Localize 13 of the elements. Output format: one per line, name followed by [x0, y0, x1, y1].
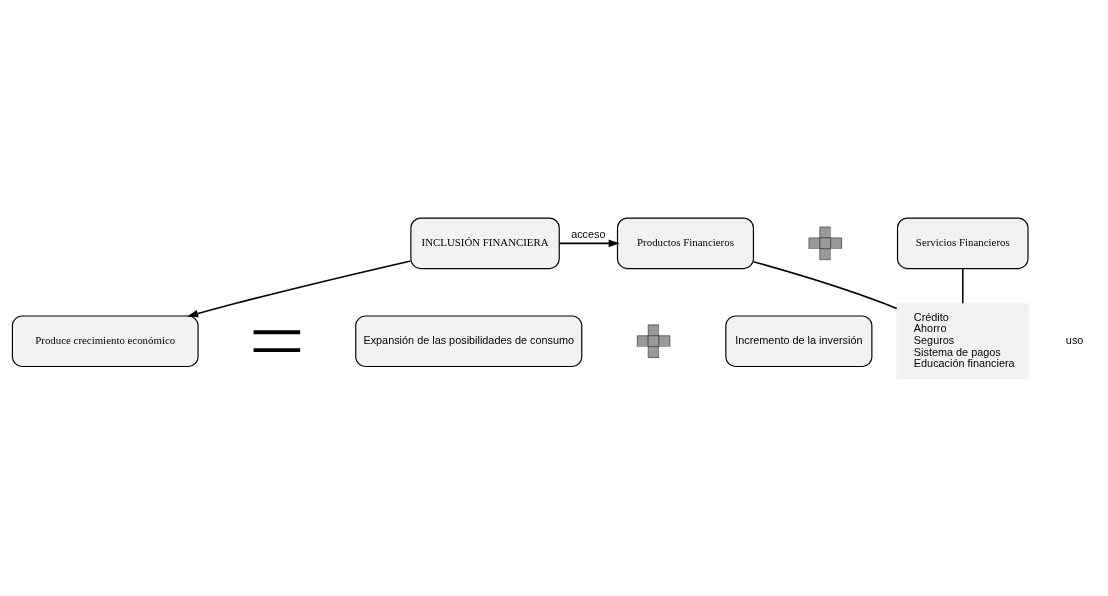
label: uso	[1065, 333, 1084, 346]
arrow	[558, 239, 620, 247]
node-box: Produce crecimiento económico	[11, 314, 199, 367]
node-box: Crédito Ahorro Seguros Sistema de pagos Educación financiera	[896, 302, 1030, 379]
node-box: Servicios Financieros	[896, 217, 1029, 269]
connector	[752, 260, 898, 309]
edge-label: acceso	[571, 227, 606, 240]
node-box: INCLUSIÓN FINANCIERA	[410, 217, 560, 269]
node-box: Incremento de la inversión	[725, 314, 873, 367]
arrow	[187, 259, 412, 317]
node-box: Productos Financieros	[616, 217, 754, 269]
node-box: Expansión de las posibilidades de consumo	[355, 314, 583, 367]
connector	[962, 267, 964, 304]
